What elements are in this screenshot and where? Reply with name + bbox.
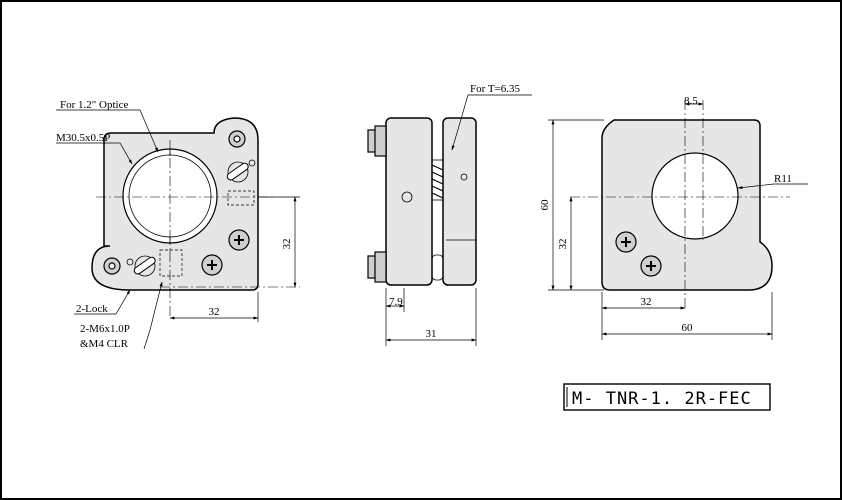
thickness-label: For T=6.35 [470,83,521,95]
lock-label: 2-Lock [76,303,108,315]
optic-label: For 1.2" Optice [60,99,128,111]
mount-holes-label-1: 2-M6x1.0P [80,323,130,335]
mount-holes-label-2: &M4 CLR [80,338,129,350]
front-width-dim: 32 [209,306,220,318]
front-lock-top [226,161,249,183]
rear-bore [651,152,739,240]
front-lock-bottom [133,255,156,277]
front-dimensions: 32 32 [169,196,300,322]
side-depth-dim: 31 [426,328,437,340]
side-spring [431,159,444,201]
rear-total-width-dim: 60 [682,322,694,334]
side-thickness-dim: 7.9 [389,296,403,308]
side-dimensions: For T=6.35 7.9 31 [385,83,532,346]
rear-screw-2 [640,255,662,277]
rear-view [570,100,790,310]
rear-width-dim: 32 [641,296,652,308]
part-number-box: M- TNR-1. 2R-FEC [563,383,771,411]
rear-screw-1 [615,231,637,253]
radius-label: R11 [774,173,792,185]
rear-height-dim: 32 [557,239,569,250]
side-rear-plate [442,117,477,286]
front-screw-2 [201,254,223,276]
rear-total-height-dim: 60 [539,199,551,211]
bore-offset-dim: 8.5 [684,95,698,107]
side-view [367,117,477,286]
thread-label: M30.5x0.5P [56,132,110,144]
part-number: M- TNR-1. 2R-FEC [572,389,752,409]
front-view [91,117,300,318]
rear-dimensions: 8.5 60 32 32 60 R11 [539,95,808,340]
front-callouts: For 1.2" Optice M30.5x0.5P 2-Lock 2-M6x1… [56,99,163,350]
front-screw-1 [228,229,250,251]
front-height-dim: 32 [281,239,293,250]
